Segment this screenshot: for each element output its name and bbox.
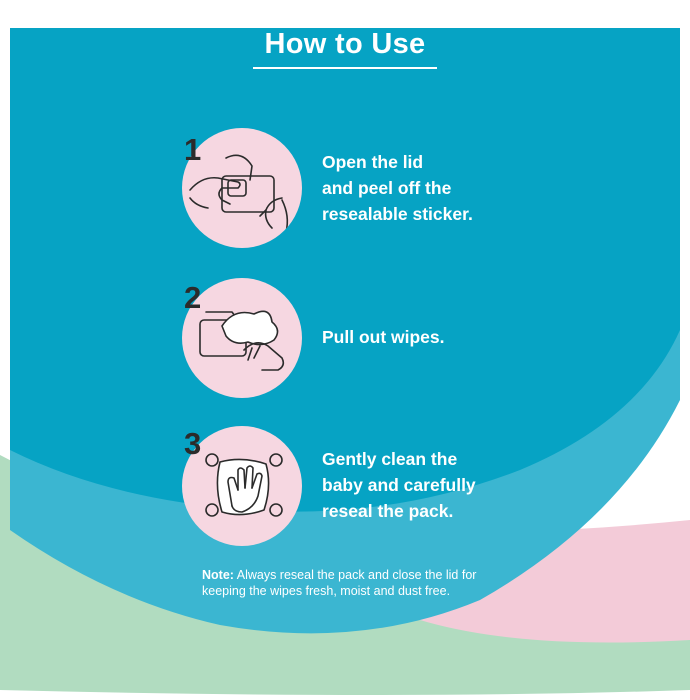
step-3-line: baby and carefully	[322, 475, 476, 495]
open-lid-hands-icon	[189, 154, 289, 233]
green-wave	[0, 455, 690, 700]
step-2-text: Pull out wipes.	[322, 324, 642, 350]
step-1-number: 1	[184, 132, 202, 167]
teal-panel	[10, 28, 680, 512]
step-1-line: and peel off the	[322, 178, 452, 198]
step-3-number: 3	[184, 426, 202, 461]
step-3-text: Gently clean the baby and carefully rese…	[322, 446, 642, 524]
step-3: 3 Gently clean the baby and carefully re…	[0, 426, 690, 546]
note-line-1: Note: Always reseal the pack and close t…	[202, 567, 542, 583]
pull-wipe-hands-icon	[199, 310, 285, 371]
step-3-line: Gently clean the	[322, 449, 458, 469]
note-label: Note:	[202, 568, 234, 582]
step-2-number: 2	[184, 280, 202, 315]
note-text-2: keeping the wipes fresh, moist and dust …	[202, 584, 451, 598]
white-base	[0, 690, 690, 700]
step-2-illustration	[182, 278, 302, 398]
step-1-line: Open the lid	[322, 152, 424, 172]
step-1: 1 Open the lid and peel off the resealab…	[0, 128, 690, 248]
step-1-illustration	[182, 128, 302, 248]
note-text-1: Always reseal the pack and close the lid…	[233, 568, 477, 582]
step-2-line: Pull out wipes.	[322, 327, 445, 347]
step-3-line: reseal the pack.	[322, 501, 454, 521]
page-title: How to Use	[264, 28, 426, 60]
usage-note: Note: Always reseal the pack and close t…	[202, 567, 542, 599]
step-1-line: resealable sticker.	[322, 204, 473, 224]
title-underline	[253, 67, 437, 69]
step-3-illustration	[182, 426, 302, 546]
step-1-text: Open the lid and peel off the resealable…	[322, 149, 642, 227]
step-2: 2 Pull out wipes.	[0, 278, 690, 398]
clean-hand-wipe-icon	[205, 453, 283, 517]
